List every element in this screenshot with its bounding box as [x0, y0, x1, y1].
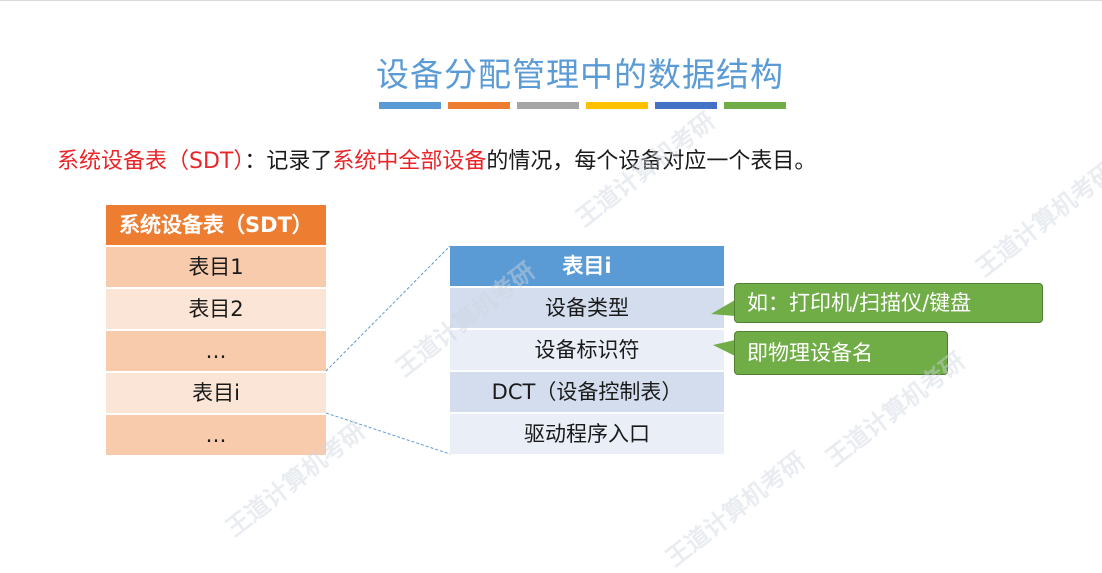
watermark: 王道计算机考研	[970, 156, 1102, 283]
title-bar-yellow	[586, 102, 648, 109]
title-bar-darkblue	[655, 102, 717, 109]
callout-device-id: 即物理设备名	[734, 331, 948, 375]
description-text-b: 的情况，每个设备对应一个表目。	[486, 149, 817, 174]
sdt-row-2: 表目2	[106, 289, 326, 331]
entry-row-device-type: 设备类型	[450, 288, 724, 330]
description: 系统设备表（SDT）：记录了系统中全部设备的情况，每个设备对应一个表目。	[57, 143, 816, 175]
top-divider	[0, 0, 1102, 1]
watermark: 王道计算机考研	[660, 446, 811, 573]
callout-device-type: 如：打印机/扫描仪/键盘	[734, 283, 1043, 323]
page-title: 设备分配管理中的数据结构	[376, 55, 784, 94]
description-text-a: ：记录了	[244, 149, 333, 174]
title-bar-orange	[448, 102, 510, 109]
title-bar-green	[724, 102, 786, 109]
entry-table-header: 表目i	[450, 246, 724, 288]
title-bar-gray	[517, 102, 579, 109]
sdt-row-i: 表目i	[106, 373, 326, 415]
sdt-row-5: …	[106, 415, 326, 457]
entry-row-dct: DCT（设备控制表）	[450, 372, 724, 414]
sdt-row-1: 表目1	[106, 247, 326, 289]
sdt-table: 系统设备表（SDT） 表目1 表目2 … 表目i …	[106, 205, 326, 457]
sdt-table-header: 系统设备表（SDT）	[106, 205, 326, 247]
entry-table: 表目i 设备类型 设备标识符 DCT（设备控制表） 驱动程序入口	[450, 246, 724, 456]
title-bar-blue	[379, 102, 441, 109]
entry-row-driver-entry: 驱动程序入口	[450, 414, 724, 456]
zoom-line-top	[325, 245, 451, 372]
sdt-row-3: …	[106, 331, 326, 373]
entry-row-device-id: 设备标识符	[450, 330, 724, 372]
zoom-line-bottom	[325, 412, 451, 455]
description-term: 系统设备表（SDT）	[57, 149, 245, 174]
description-highlight: 系统中全部设备	[332, 149, 487, 174]
